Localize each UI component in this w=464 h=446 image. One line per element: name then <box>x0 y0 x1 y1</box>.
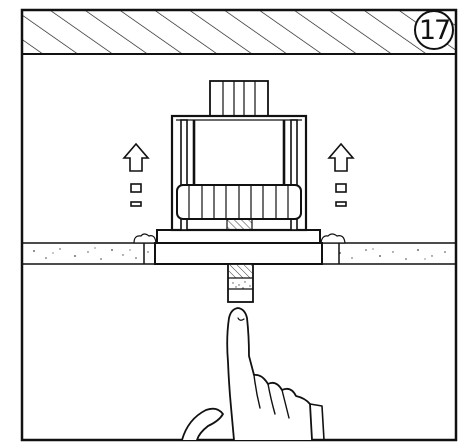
release-pin <box>227 263 254 303</box>
up-arrow-icon-right <box>327 142 355 207</box>
up-arrow-icon <box>122 142 150 207</box>
step-number-badge <box>414 10 454 50</box>
device-body <box>154 80 323 265</box>
ceiling-hatch <box>22 10 456 55</box>
sealant-left <box>133 233 157 244</box>
hand-icon <box>181 307 325 441</box>
sealant-right <box>320 233 346 244</box>
step-number: 17 <box>418 14 451 46</box>
